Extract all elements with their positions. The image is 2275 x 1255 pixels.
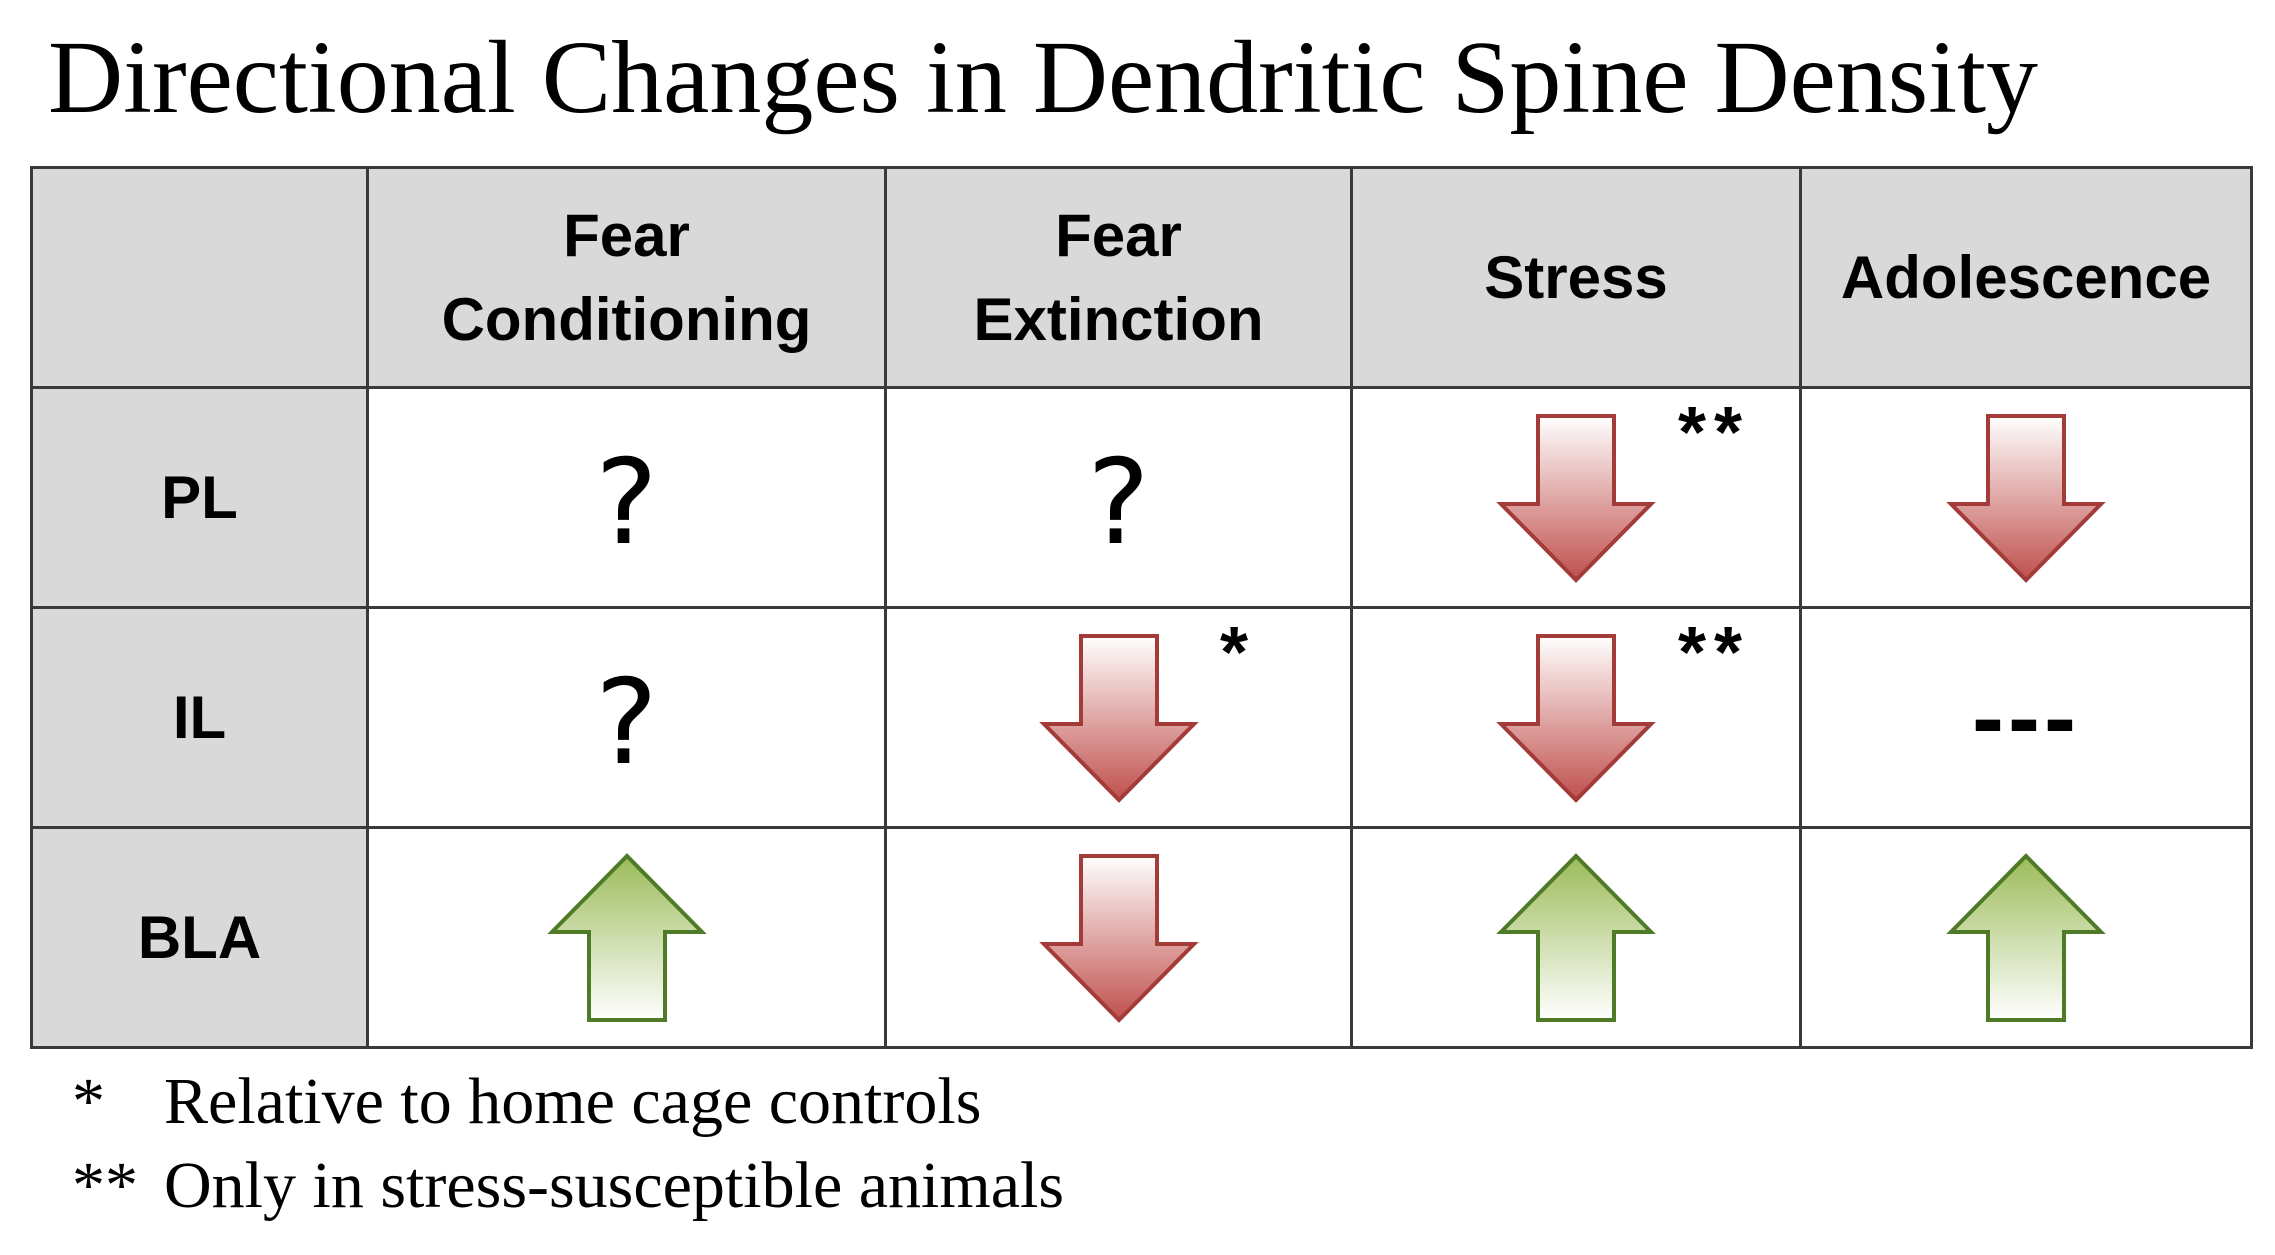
footnote-single-asterisk: * Relative to home cage controls [72, 1060, 1064, 1144]
spine-density-table: Fear Conditioning Fear Extinction Stress… [30, 166, 2253, 1049]
cell [366, 826, 887, 1049]
cell [1799, 826, 2253, 1049]
row-label-bla: BLA [30, 826, 369, 1049]
cell: ** [1350, 606, 1802, 829]
column-header-adolescence: Adolescence [1799, 166, 2253, 389]
cell: ? [366, 606, 887, 829]
no-change-mark: --- [1972, 663, 2080, 771]
arrow-up-icon [1496, 852, 1656, 1022]
cell [1350, 826, 1802, 1049]
unknown-change-mark: ? [595, 652, 658, 791]
cell: --- [1799, 606, 2253, 829]
column-header-line: Conditioning [441, 285, 812, 353]
footnote-symbol: * [72, 1065, 105, 1138]
cell: ? [366, 386, 887, 609]
arrow-down-icon [1946, 413, 2106, 583]
arrow-down-icon [1038, 853, 1199, 1023]
footnote-symbol: ** [72, 1149, 138, 1222]
column-header-line: Fear [563, 201, 690, 269]
cell [884, 826, 1353, 1049]
arrow-down-icon [1496, 413, 1656, 583]
column-header-line: Extinction [973, 285, 1264, 353]
footnote-text: Relative to home cage controls [164, 1065, 982, 1138]
footnote-double-asterisk: ** Only in stress-susceptible animals [72, 1144, 1064, 1228]
column-header-fear-extinction: Fear Extinction [884, 166, 1353, 389]
arrow-down-icon [1038, 633, 1199, 803]
cell [1799, 386, 2253, 609]
column-header-line: Adolescence [1840, 243, 2212, 311]
footnote-marker: * [1220, 613, 1257, 693]
page-title: Directional Changes in Dendritic Spine D… [48, 20, 2039, 135]
column-header-fear-conditioning: Fear Conditioning [366, 166, 887, 389]
cell: ? [884, 386, 1353, 609]
arrow-down-icon [1496, 633, 1656, 803]
header-row: Fear Conditioning Fear Extinction Stress… [30, 166, 2253, 389]
cell: ** [1350, 386, 1802, 609]
row-label-il: IL [30, 606, 369, 829]
arrow-up-icon [1946, 852, 2106, 1022]
corner-cell [30, 166, 369, 389]
cell: * [884, 606, 1353, 829]
row-pl: PL ? ? ** [30, 386, 2253, 609]
unknown-change-mark: ? [595, 432, 658, 571]
footnote-marker: ** [1678, 613, 1751, 693]
unknown-change-mark: ? [1087, 432, 1150, 571]
row-label-pl: PL [30, 386, 369, 609]
column-header-line: Fear [1055, 201, 1182, 269]
footnote-marker: ** [1678, 393, 1751, 473]
row-bla: BLA [30, 826, 2253, 1049]
arrow-up-icon [546, 852, 707, 1022]
row-il: IL ? * ** --- [30, 606, 2253, 829]
footnotes: * Relative to home cage controls ** Only i… [72, 1060, 1064, 1228]
column-header-stress: Stress [1350, 166, 1802, 389]
column-header-line: Stress [1484, 243, 1668, 311]
footnote-text: Only in stress-susceptible animals [164, 1149, 1065, 1222]
